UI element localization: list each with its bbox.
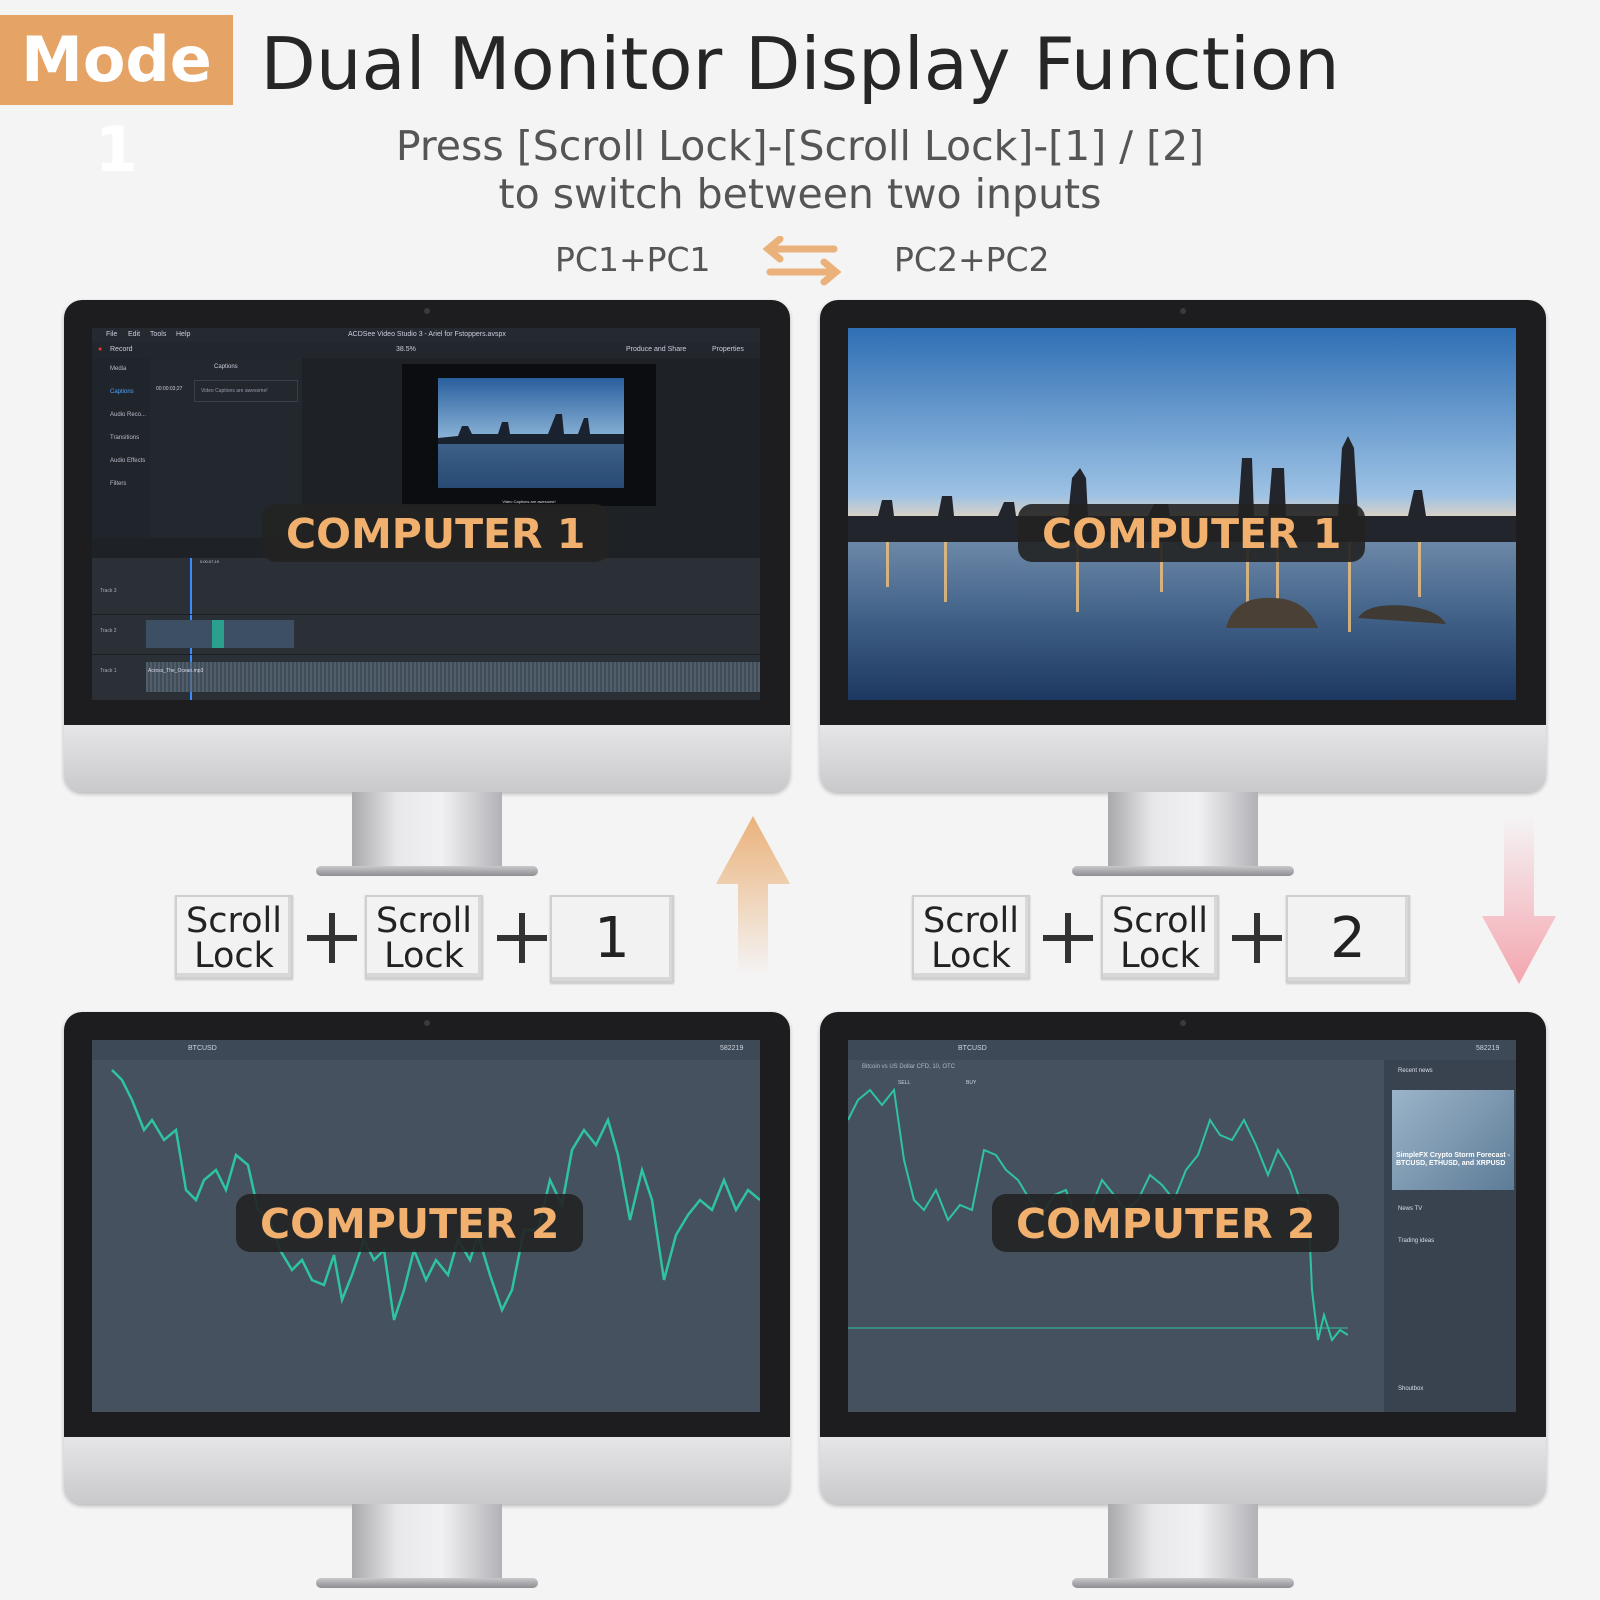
swap-arrows-icon — [762, 236, 842, 286]
monitor-stand — [352, 792, 502, 870]
mode-badge: Mode 1 — [0, 15, 233, 186]
subtitle: Press [Scroll Lock]-[Scroll Lock]-[1] / … — [300, 122, 1300, 218]
monitor-foot — [316, 1578, 538, 1588]
record-dot-icon: ● — [98, 346, 103, 353]
editor-titlebar: File Edit Tools Help ACDSee Video Studio… — [92, 328, 760, 342]
balance-readout: 582219 — [720, 1045, 744, 1052]
plus-icon — [1043, 913, 1093, 963]
menu-file[interactable]: File — [106, 331, 118, 338]
monitor-stand — [1108, 792, 1258, 870]
sell-button[interactable]: SELL — [898, 1080, 911, 1086]
symbol-search[interactable]: BTCUSD — [958, 1045, 987, 1052]
symbol-search[interactable]: BTCUSD — [188, 1045, 217, 1052]
overlay-computer-1: COMPUTER 1 — [1018, 504, 1366, 562]
preview-image — [438, 378, 624, 488]
monitor-foot — [1072, 1578, 1294, 1588]
pc-right-label: PC2+PC2 — [894, 240, 1050, 279]
monitor-bottom-right: BTCUSD 582219 Bitcoin vs US Dollar CFD, … — [820, 1012, 1546, 1590]
properties-button[interactable]: Properties — [712, 346, 744, 353]
window-title: ACDSee Video Studio 3 - Ariel for Fstopp… — [348, 331, 506, 338]
monitor-bezel: BTCUSD 582219 COMPUTER 2 — [64, 1012, 790, 1504]
editor-toolbar: ● Record 38.5% Produce and Share Propert… — [92, 342, 760, 358]
captions-panel-title: Captions — [214, 364, 238, 370]
audio-clip-label: Across_The_Ocean.mp3 — [148, 668, 204, 674]
caption-time: 00:00:03;27 — [156, 386, 183, 392]
sidebar-item-captions[interactable]: Captions — [110, 389, 134, 395]
plus-icon — [307, 913, 357, 963]
preview-caption: Video Captions are awesome! — [502, 499, 556, 504]
overlay-computer-1: COMPUTER 1 — [262, 504, 610, 562]
chart-toolbar: BTCUSD 582219 — [848, 1040, 1516, 1060]
overlay-computer-2: COMPUTER 2 — [992, 1194, 1340, 1252]
produce-button[interactable]: Produce and Share — [626, 346, 687, 353]
pc-left-label: PC1+PC1 — [555, 240, 711, 279]
playhead-time: 0:00:07;19 — [200, 559, 219, 564]
camera-icon — [424, 308, 430, 314]
chart-toolbar: BTCUSD 582219 — [92, 1040, 760, 1060]
monitor-bezel: BTCUSD 582219 Bitcoin vs US Dollar CFD, … — [820, 1012, 1546, 1504]
price-line — [111, 1069, 760, 1321]
balance-readout: 582219 — [1476, 1045, 1500, 1052]
trading-ideas-link[interactable]: Trading ideas — [1398, 1238, 1435, 1244]
track-1: Track 1 Across_The_Ocean.mp3 — [92, 654, 760, 700]
shoutbox-link[interactable]: Shoutbox — [1398, 1386, 1424, 1392]
plus-icon — [497, 913, 547, 963]
chart-title: Bitcoin vs US Dollar CFD, 10, OTC — [862, 1064, 956, 1070]
caption-text-field[interactable]: Video Captions are awesome! — [194, 380, 298, 402]
menu-tools[interactable]: Tools — [150, 331, 167, 338]
sidebar-item-media[interactable]: Media — [110, 366, 127, 372]
track-3: Track 3 — [92, 574, 760, 615]
monitor-top-right: COMPUTER 1 — [820, 300, 1546, 878]
menu-help[interactable]: Help — [176, 331, 191, 338]
key-1[interactable]: 1 — [550, 895, 674, 983]
menu-edit[interactable]: Edit — [128, 331, 141, 338]
arrow-up-icon — [716, 816, 790, 976]
plus-icon — [1232, 913, 1282, 963]
news-headline[interactable]: SimpleFX Crypto Storm Forecast - BTCUSD,… — [1396, 1152, 1510, 1167]
key-2[interactable]: 2 — [1286, 895, 1410, 983]
camera-icon — [1180, 1020, 1186, 1026]
subtitle-line-2: to switch between two inputs — [498, 170, 1102, 218]
monitor-bezel: File Edit Tools Help ACDSee Video Studio… — [64, 300, 790, 792]
sidebar-item-filters[interactable]: Filters — [110, 481, 127, 487]
sidebar-item-audio-effects[interactable]: Audio Effects — [110, 458, 146, 464]
camera-icon — [1180, 308, 1186, 314]
monitor-bottom-left: BTCUSD 582219 COMPUTER 2 — [64, 1012, 790, 1590]
sidebar-item-audio-record[interactable]: Audio Reco... — [110, 412, 147, 418]
subtitle-line-1: Press [Scroll Lock]-[Scroll Lock]-[1] / … — [395, 122, 1205, 170]
zoom-level[interactable]: 38.5% — [396, 346, 416, 353]
record-button[interactable]: Record — [110, 346, 133, 353]
news-tv-link[interactable]: News TV — [1398, 1206, 1423, 1212]
news-image[interactable] — [1392, 1090, 1514, 1190]
monitor-stand — [352, 1504, 502, 1582]
monitor-foot — [1072, 866, 1294, 876]
video-preview: Video Captions are awesome! — [402, 364, 656, 506]
arrow-down-icon — [1482, 816, 1556, 984]
track-2: Track 2 — [92, 614, 760, 655]
sidebar-item-transitions[interactable]: Transitions — [110, 435, 140, 441]
screen-price-chart: BTCUSD 582219 — [92, 1040, 760, 1412]
monitor-stand — [1108, 1504, 1258, 1582]
timeline: 0:00:07;19 Track 3 Track 2 Track 1 Acros… — [92, 558, 760, 700]
monitor-top-left: File Edit Tools Help ACDSee Video Studio… — [64, 300, 790, 878]
news-title: Recent news — [1398, 1068, 1433, 1074]
overlay-computer-2: COMPUTER 2 — [236, 1194, 584, 1252]
camera-icon — [424, 1020, 430, 1026]
monitor-bezel: COMPUTER 1 — [820, 300, 1546, 792]
monitor-foot — [316, 866, 538, 876]
editor-sidebar: Media Captions Audio Reco... Transitions… — [92, 358, 150, 538]
news-panel: Recent news SimpleFX Crypto Storm Foreca… — [1384, 1060, 1516, 1412]
buy-button[interactable]: BUY — [966, 1080, 977, 1086]
page-title: Dual Monitor Display Function — [260, 22, 1340, 106]
